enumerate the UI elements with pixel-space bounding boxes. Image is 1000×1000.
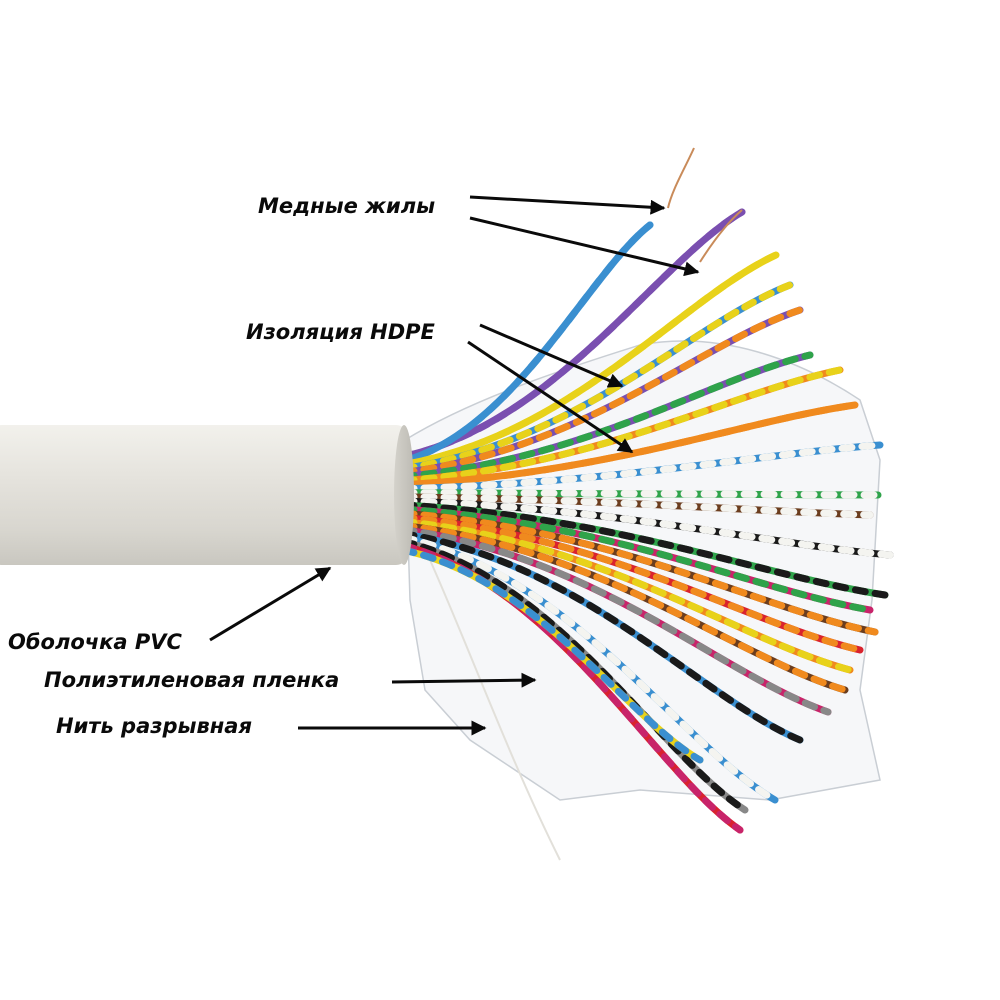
insulated-wire [406, 366, 844, 484]
label-hdpe-insulation: Изоляция HDPE [246, 320, 435, 344]
insulated-wire [406, 497, 894, 559]
insulated-wire [406, 489, 882, 499]
copper-core-1 [667, 147, 695, 209]
insulated-wire [406, 548, 704, 764]
insulated-wire [406, 518, 854, 674]
insulated-wire [406, 351, 814, 480]
insulated-wire [406, 506, 874, 614]
insulated-wire [406, 501, 889, 599]
insulated-wire [406, 441, 884, 493]
insulated-wire [406, 401, 859, 488]
insulated-wire [406, 221, 654, 463]
insulated-wire [406, 251, 780, 467]
label-pvc-sheath: Оболочка PVC [8, 630, 182, 654]
insulated-wire [406, 510, 879, 636]
label-polyethylene-film: Полиэтиленовая пленка [44, 668, 340, 692]
insulated-wire [406, 531, 804, 744]
insulated-wire [406, 493, 874, 519]
insulated-wire [406, 527, 832, 716]
arrow-copper-1 [469, 195, 666, 215]
insulated-wire [406, 208, 746, 459]
arrow-film [391, 672, 537, 688]
pvc-sheath [0, 425, 408, 565]
insulated-wire [406, 281, 794, 472]
arrow-hdpe-1 [479, 323, 624, 388]
arrow-pvc [209, 566, 332, 642]
insulated-wire [406, 306, 804, 476]
label-rip-thread: Нить разрывная [56, 714, 252, 738]
insulated-wire [406, 535, 779, 804]
rip-thread [429, 559, 561, 861]
insulated-wire [406, 514, 864, 654]
arrow-hdpe-2 [467, 340, 634, 454]
wire-bundle [406, 208, 894, 834]
sheath-cut-end [394, 425, 414, 565]
insulated-wire [406, 522, 849, 694]
label-copper-cores: Медные жилы [258, 194, 436, 218]
arrow-copper-2 [469, 216, 700, 277]
copper-core-2 [699, 209, 743, 263]
